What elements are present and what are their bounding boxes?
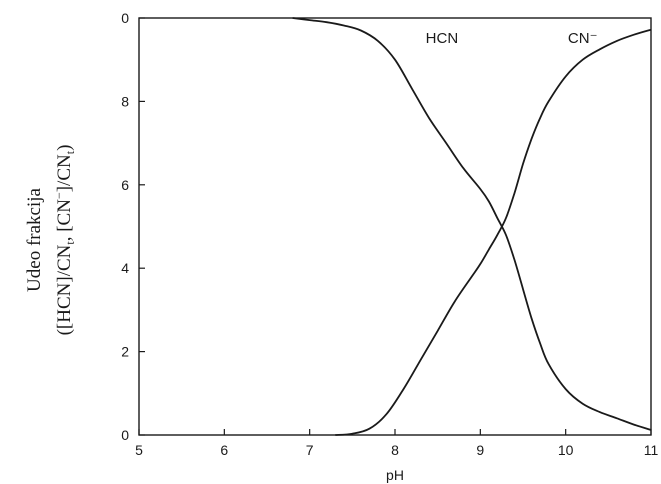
ylab2-open: ([HCN]/CN xyxy=(54,244,75,335)
ylab2-sup: − xyxy=(52,192,66,199)
x-tick-label: 10 xyxy=(558,442,574,458)
y-axis-title: Udeo frakcija ([HCN]/CNt, [CN−]/CNt) xyxy=(24,145,77,336)
y-axis-label-line1: Udeo frakcija xyxy=(24,187,45,291)
plot-frame xyxy=(138,17,652,436)
x-tick-label: 9 xyxy=(476,442,484,458)
series-line xyxy=(335,28,652,436)
y-tick-label: 0 xyxy=(121,10,129,26)
x-tick-label: 11 xyxy=(644,442,659,458)
ylab2-sub2: t xyxy=(63,150,77,154)
y-tick-label: 2 xyxy=(121,344,129,360)
series-label: HCN xyxy=(426,30,459,47)
y-tick-label: 0 xyxy=(121,427,129,443)
x-tick-label: 7 xyxy=(306,442,314,458)
ylab2-mid2: ]/CN xyxy=(54,154,75,192)
ylab2-close: ) xyxy=(54,145,75,151)
x-axis-label: pH xyxy=(386,467,404,483)
y-axis-label-line2: ([HCN]/CNt, [CN−]/CNt) xyxy=(52,145,77,336)
y-tick-label: 6 xyxy=(121,177,129,193)
series-label: CN⁻ xyxy=(568,30,598,47)
y-tick-label: 8 xyxy=(121,93,129,109)
x-tick-label: 6 xyxy=(220,442,228,458)
y-tick-label: 4 xyxy=(121,260,129,276)
series-line xyxy=(292,17,652,431)
ylab2-mid: , [CN xyxy=(54,199,75,242)
x-tick-label: 8 xyxy=(391,442,399,458)
ylab2-sub1: t xyxy=(63,241,77,245)
x-axis-ticks: 5 6 7 8 9 10 11 xyxy=(135,429,658,458)
y-axis-ticks: 0 2 4 6 8 0 xyxy=(121,10,145,443)
x-tick-label: 5 xyxy=(135,442,143,458)
curve-labels: HCN CN⁻ xyxy=(426,30,598,47)
plot-area xyxy=(138,17,652,436)
curves xyxy=(292,17,652,436)
